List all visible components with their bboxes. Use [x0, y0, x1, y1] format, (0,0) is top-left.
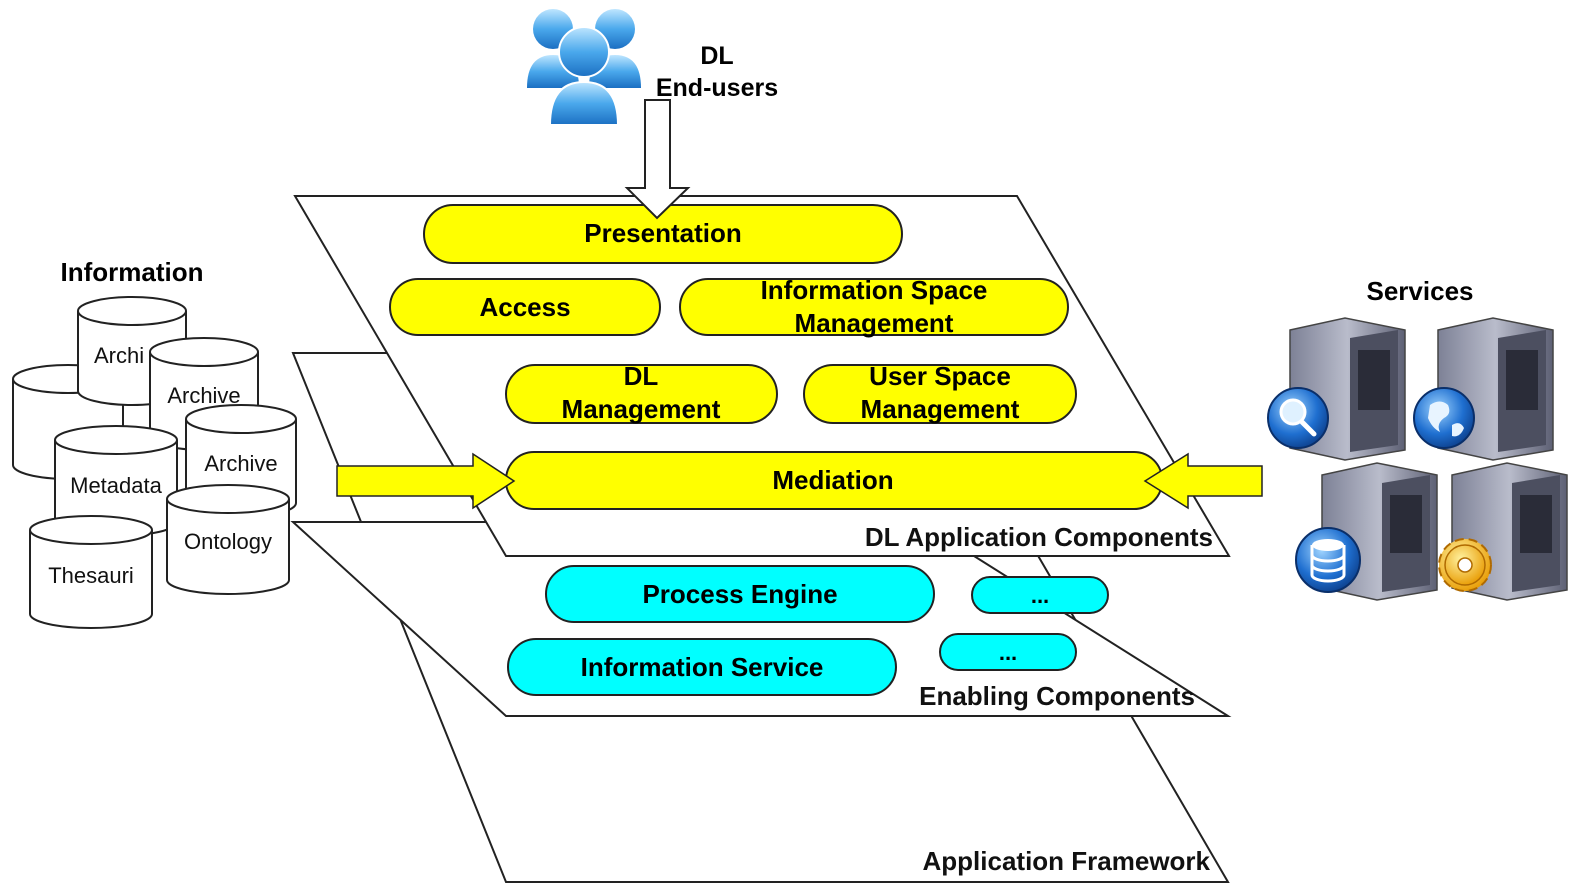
arrow-users-to-presentation: [624, 99, 691, 220]
component-presentation: Presentation: [423, 204, 903, 264]
component-dl-management: DL Management: [505, 361, 778, 424]
information-cylinders: Archi Archive Metadata Archive Thesauri: [12, 296, 297, 629]
user-space-label-1: User Space: [869, 361, 1011, 391]
cylinder-metadata: Metadata: [54, 425, 178, 537]
ontology-label: Ontology: [184, 529, 272, 554]
archive-back-label: Archi: [94, 343, 144, 368]
end-users-label-2: End-users: [656, 74, 778, 102]
label-dl-application-components: DL Application Components: [865, 522, 1213, 552]
label-enabling-components: Enabling Components: [919, 681, 1195, 711]
component-ellipsis-1: ...: [971, 576, 1109, 614]
component-information-service: Information Service: [507, 638, 897, 696]
component-user-space-management: User Space Management: [803, 361, 1077, 424]
presentation-label: Presentation: [584, 218, 742, 248]
gear-icon: [1438, 538, 1492, 592]
thesauri-label: Thesauri: [48, 563, 134, 588]
services-servers: [1267, 317, 1568, 601]
component-access: Access: [389, 278, 661, 336]
end-users-label-1: DL: [700, 42, 733, 70]
user-space-label-2: Management: [861, 394, 1020, 424]
archive-mid-label: Archive: [167, 383, 240, 408]
process-engine-label: Process Engine: [642, 579, 837, 609]
component-process-engine: Process Engine: [545, 565, 935, 623]
ellipsis-1-label: ...: [1031, 583, 1049, 608]
cylinder-thesauri: Thesauri: [29, 515, 153, 629]
arrow-information-to-mediation: [336, 452, 516, 510]
component-mediation: Mediation: [505, 451, 1163, 510]
label-application-framework: Application Framework: [923, 846, 1211, 876]
information-service-label: Information Service: [581, 652, 824, 682]
server-settings: [1438, 462, 1568, 601]
component-information-space-management: Information Space Management: [679, 275, 1069, 338]
server-search: [1267, 317, 1406, 461]
metadata-label: Metadata: [70, 473, 162, 498]
ellipsis-2-label: ...: [999, 640, 1017, 665]
cylinder-ontology: Ontology: [166, 484, 290, 595]
information-heading: Information: [61, 257, 204, 287]
dl-management-label-2: Management: [562, 394, 721, 424]
access-label: Access: [479, 292, 570, 322]
services-heading: Services: [1367, 276, 1474, 306]
dl-management-label-1: DL: [624, 361, 659, 391]
server-globe: [1413, 317, 1554, 461]
server-database: [1295, 462, 1438, 601]
info-space-label-1: Information Space: [761, 275, 988, 305]
mediation-label: Mediation: [772, 465, 893, 495]
archive-right-label: Archive: [204, 451, 277, 476]
users-icon: [527, 9, 641, 126]
arrow-services-to-mediation: [1143, 452, 1263, 510]
info-space-label-2: Management: [795, 308, 954, 338]
component-ellipsis-2: ...: [939, 633, 1077, 671]
